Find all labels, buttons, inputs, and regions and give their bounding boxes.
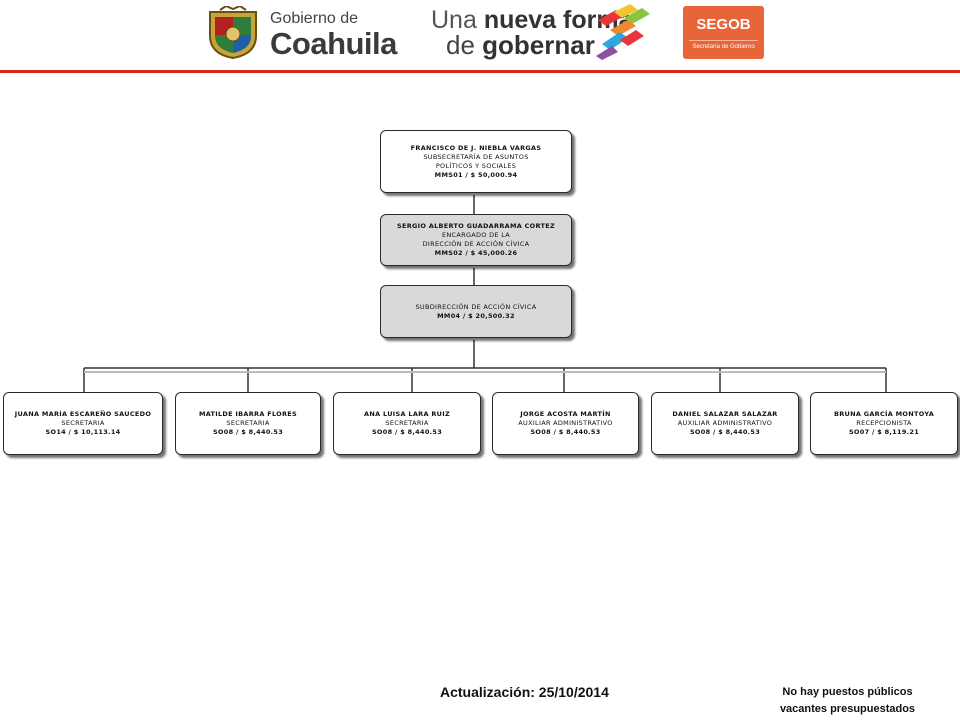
box-name: SERGIO ALBERTO GUADARRAMA CORTEZ [396, 222, 556, 230]
slogan-line-2: de gobernar [446, 30, 595, 61]
segob-logo: SEGOB Secretaría de Gobierno [683, 6, 764, 59]
segob-title: SEGOB [696, 16, 751, 33]
box-name: ANA LUISA LARA RUIZ [364, 410, 450, 418]
org-box-staff: JUANA MARÍA ESCAREÑO SAUCEDO SECRETARIA … [3, 392, 163, 455]
header-accent-line [0, 70, 960, 73]
box-name: BRUNA GARCÍA MONTOYA [833, 410, 935, 418]
org-box-subdireccion: SUBDIRECCIÓN DE ACCIÓN CÍVICA MM04 / $ 2… [380, 285, 572, 338]
segob-subtitle: Secretaría de Gobierno [692, 44, 755, 50]
org-box-subsecretaria: FRANCISCO DE J. NIEBLA VARGAS SUBSECRETA… [380, 130, 572, 193]
page-header: Gobierno de Coahuila Una nueva forma de … [0, 0, 960, 72]
coat-of-arms-icon [209, 6, 257, 60]
box-role: DIRECCIÓN DE ACCIÓN CÍVICA [422, 240, 530, 248]
box-role: SECRETARIA [61, 419, 105, 427]
box-name: MATILDE IBARRA FLORES [198, 410, 298, 418]
org-box-direccion: SERGIO ALBERTO GUADARRAMA CORTEZ ENCARGA… [380, 214, 572, 266]
vacancy-note-line-2: vacantes presupuestados [779, 703, 916, 715]
box-role: AUXILIAR ADMINISTRATIVO [677, 419, 773, 427]
update-date: Actualización: 25/10/2014 [440, 684, 609, 700]
box-role: ENCARGADO DE LA [441, 231, 511, 239]
box-code: MM04 / $ 20,500.32 [437, 311, 515, 320]
box-role: SECRETARIA [385, 419, 429, 427]
box-code: MMS02 / $ 45,000.26 [434, 249, 518, 257]
box-code: MMS01 / $ 50,000.94 [434, 170, 518, 179]
box-name: JUANA MARÍA ESCAREÑO SAUCEDO [14, 410, 152, 418]
box-code: SO08 / $ 8,440.53 [689, 428, 761, 436]
box-role: SECRETARIA [226, 419, 270, 427]
slogan-ribbons-icon [596, 4, 650, 60]
vacancy-note: No hay puestos públicos vacantes presupu… [760, 684, 935, 718]
box-name: DANIEL SALAZAR SALAZAR [672, 410, 778, 418]
slogan-word-de: de [446, 30, 475, 60]
org-box-staff: MATILDE IBARRA FLORES SECRETARIA SO08 / … [175, 392, 321, 455]
box-code: SO08 / $ 8,440.53 [371, 428, 443, 436]
box-code: SO07 / $ 8,119.21 [848, 428, 920, 436]
box-role: AUXILIAR ADMINISTRATIVO [518, 419, 613, 427]
org-box-staff: JORGE ACOSTA MARTÍN AUXILIAR ADMINISTRAT… [492, 392, 639, 455]
box-role: POLÍTICOS Y SOCIALES [435, 161, 517, 170]
slogan-word-una: Una [431, 6, 477, 34]
box-name: FRANCISCO DE J. NIEBLA VARGAS [410, 143, 542, 152]
slogan-word-gobernar: gobernar [482, 30, 595, 60]
box-code: SO14 / $ 10,113.14 [45, 428, 121, 436]
org-box-staff: BRUNA GARCÍA MONTOYA RECEPCIONISTA SO07 … [810, 392, 958, 455]
vacancy-note-line-1: No hay puestos públicos [782, 686, 913, 698]
org-box-staff: DANIEL SALAZAR SALAZAR AUXILIAR ADMINIST… [651, 392, 799, 455]
segob-divider [689, 40, 758, 41]
box-role: RECEPCIONISTA [856, 419, 912, 427]
org-box-staff: ANA LUISA LARA RUIZ SECRETARIA SO08 / $ … [333, 392, 481, 455]
box-code: SO08 / $ 8,440.53 [530, 428, 601, 436]
box-role: SUBSECRETARÍA DE ASUNTOS [423, 152, 529, 161]
gov-label-big: Coahuila [270, 26, 397, 61]
box-name: JORGE ACOSTA MARTÍN [520, 410, 611, 418]
box-code: SO08 / $ 8,440.53 [212, 428, 284, 436]
box-role: SUBDIRECCIÓN DE ACCIÓN CÍVICA [415, 302, 537, 311]
gov-label-small: Gobierno de [270, 10, 359, 27]
